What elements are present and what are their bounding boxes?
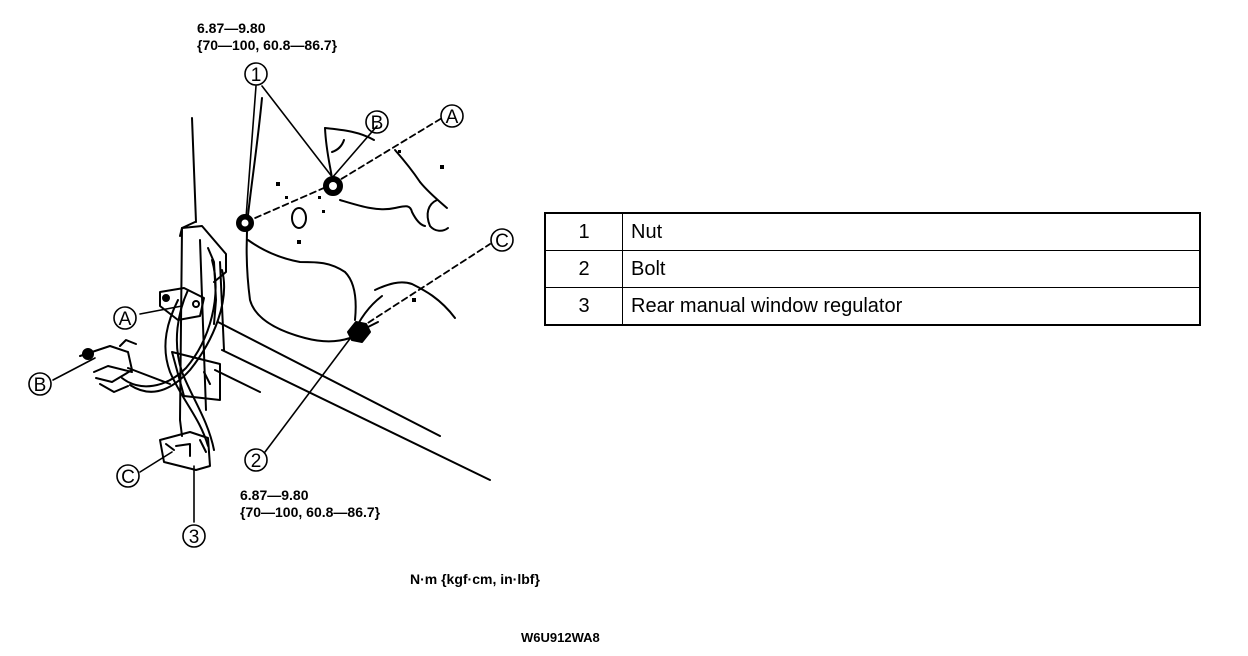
- legend-number: 3: [544, 287, 623, 326]
- table-row: 3 Rear manual window regulator: [544, 287, 1201, 326]
- nut-icon: [323, 176, 343, 196]
- callout-3: 3: [189, 527, 200, 548]
- callout-labels: 1 B A C A B C 2 3: [34, 65, 509, 548]
- table-row: 2 Bolt: [544, 250, 1201, 288]
- leader-lines: [52, 85, 378, 523]
- callout-c-left: C: [121, 467, 135, 488]
- callout-b-left: B: [34, 375, 47, 396]
- units-note: N·m {kgf·cm, in·lbf}: [410, 571, 540, 587]
- torque-spec-nut-nm: 6.87—9.80: [197, 20, 266, 36]
- callout-b-right: B: [371, 113, 384, 134]
- torque-spec-nut-alt: {70—100, 60.8—86.7}: [197, 37, 338, 53]
- callout-a-right: A: [446, 107, 459, 128]
- nut-icon: [236, 214, 254, 232]
- torque-spec-bolt: 6.87—9.80 {70—100, 60.8—86.7}: [240, 487, 380, 521]
- parts-legend-table: 1 Nut 2 Bolt 3 Rear manual window regula…: [544, 212, 1201, 326]
- callout-c-right: C: [495, 231, 509, 252]
- callout-a-left: A: [119, 309, 132, 330]
- legend-number: 2: [544, 250, 623, 288]
- callout-2: 2: [251, 451, 262, 472]
- panel-oval-hole: [291, 207, 307, 229]
- window-regulator-assembly: [79, 117, 227, 471]
- figure-code: W6U912WA8: [521, 630, 600, 645]
- legend-part: Nut: [622, 212, 1201, 251]
- callout-circles: [28, 62, 514, 548]
- legend-number: 1: [544, 212, 623, 251]
- panel-holes: [276, 150, 444, 302]
- bolt-icon: [347, 321, 379, 343]
- door-panel-outline: [214, 97, 491, 481]
- alignment-lines: [245, 117, 491, 329]
- torque-spec-bolt-alt: {70—100, 60.8—86.7}: [240, 504, 381, 520]
- callout-1-top: 1: [251, 65, 262, 86]
- torque-spec-bolt-nm: 6.87—9.80: [240, 487, 309, 503]
- legend-part: Rear manual window regulator: [622, 287, 1201, 326]
- torque-spec-nut: 6.87—9.80 {70—100, 60.8—86.7}: [197, 20, 337, 54]
- table-row: 1 Nut: [544, 212, 1201, 251]
- legend-part: Bolt: [622, 250, 1201, 288]
